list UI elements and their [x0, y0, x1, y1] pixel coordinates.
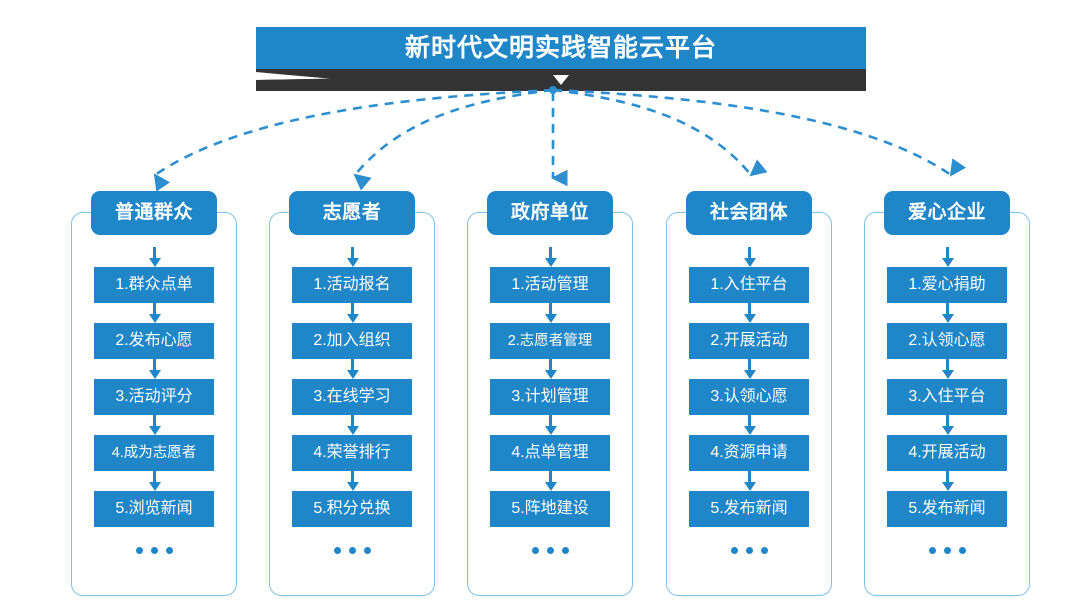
arrow-icon — [345, 415, 359, 435]
arrow-icon — [940, 247, 954, 267]
arrow-icon — [345, 471, 359, 491]
arrow-icon — [543, 247, 557, 267]
arrow-icon — [345, 359, 359, 379]
arrow-icon — [742, 415, 756, 435]
arrow-icon — [147, 247, 161, 267]
step-item-3-2[interactable]: 2.志愿者管理 — [490, 323, 610, 359]
step-item-4-2[interactable]: 2.开展活动 — [689, 323, 809, 359]
connector-to-column-2 — [353, 88, 554, 191]
column-爱心企业[interactable]: 爱心企业 1.爱心捐助 2.认领心愿 3.入住平台 4.开展活动 5.发布新闻 — [864, 191, 1030, 596]
step-item-1-4[interactable]: 4.成为志愿者 — [94, 435, 214, 471]
arrow-icon — [742, 247, 756, 267]
connector-to-column-5 — [552, 88, 967, 177]
step-item-2-1[interactable]: 1.活动报名 — [292, 267, 412, 303]
column-header-1[interactable]: 普通群众 — [91, 191, 217, 235]
more-ellipsis-icon — [333, 547, 371, 554]
arrow-icon — [147, 471, 161, 491]
column-body-5: 1.爱心捐助 2.认领心愿 3.入住平台 4.开展活动 5.发布新闻 — [865, 247, 1029, 554]
arrow-icon — [147, 303, 161, 323]
page-title: 新时代文明实践智能云平台 — [404, 34, 717, 62]
step-item-5-4[interactable]: 4.开展活动 — [887, 435, 1007, 471]
connector-to-column-4 — [552, 88, 768, 177]
step-item-4-3[interactable]: 3.认领心愿 — [689, 379, 809, 415]
arrow-icon — [543, 471, 557, 491]
column-header-4[interactable]: 社会团体 — [686, 191, 812, 235]
arrow-icon — [742, 303, 756, 323]
column-header-3[interactable]: 政府单位 — [487, 191, 613, 235]
column-政府单位[interactable]: 政府单位 1.活动管理 2.志愿者管理 3.计划管理 4.点单管理 5.阵地建设 — [467, 191, 633, 596]
step-item-1-1[interactable]: 1.群众点单 — [94, 267, 214, 303]
column-body-1: 1.群众点单 2.发布心愿 3.活动评分 4.成为志愿者 5.浏览新闻 — [72, 247, 236, 554]
step-item-5-5[interactable]: 5.发布新闻 — [887, 491, 1007, 527]
arrow-icon — [742, 471, 756, 491]
column-body-3: 1.活动管理 2.志愿者管理 3.计划管理 4.点单管理 5.阵地建设 — [468, 247, 632, 554]
arrow-icon — [147, 359, 161, 379]
step-item-2-5[interactable]: 5.积分兑换 — [292, 491, 412, 527]
step-item-5-2[interactable]: 2.认领心愿 — [887, 323, 1007, 359]
arrow-icon — [345, 303, 359, 323]
column-body-4: 1.入住平台 2.开展活动 3.认领心愿 4.资源申请 5.发布新闻 — [667, 247, 831, 554]
step-item-3-3[interactable]: 3.计划管理 — [490, 379, 610, 415]
more-ellipsis-icon — [730, 547, 768, 554]
arrow-icon — [543, 359, 557, 379]
platform-title-banner: 新时代文明实践智能云平台 — [256, 27, 866, 91]
step-item-5-1[interactable]: 1.爱心捐助 — [887, 267, 1007, 303]
arrow-icon — [940, 415, 954, 435]
column-body-2: 1.活动报名 2.加入组织 3.在线学习 4.荣誉排行 5.积分兑换 — [270, 247, 434, 554]
step-item-4-4[interactable]: 4.资源申请 — [689, 435, 809, 471]
step-item-3-1[interactable]: 1.活动管理 — [490, 267, 610, 303]
arrow-icon — [940, 303, 954, 323]
column-header-5[interactable]: 爱心企业 — [884, 191, 1010, 235]
arrow-icon — [940, 471, 954, 491]
step-item-2-4[interactable]: 4.荣誉排行 — [292, 435, 412, 471]
step-item-3-5[interactable]: 5.阵地建设 — [490, 491, 610, 527]
chevron-down-icon — [553, 75, 569, 85]
banner-bar — [256, 27, 866, 69]
arrow-icon — [345, 247, 359, 267]
step-item-4-1[interactable]: 1.入住平台 — [689, 267, 809, 303]
arrow-icon — [543, 303, 557, 323]
step-item-1-2[interactable]: 2.发布心愿 — [94, 323, 214, 359]
connector-to-column-1 — [153, 88, 554, 192]
column-普通群众[interactable]: 普通群众 1.群众点单 2.发布心愿 3.活动评分 4.成为志愿者 5.浏览新闻 — [71, 191, 237, 596]
column-社会团体[interactable]: 社会团体 1.入住平台 2.开展活动 3.认领心愿 4.资源申请 5.发布新闻 — [666, 191, 832, 596]
arrow-icon — [543, 415, 557, 435]
step-item-2-3[interactable]: 3.在线学习 — [292, 379, 412, 415]
more-ellipsis-icon — [135, 547, 173, 554]
step-item-2-2[interactable]: 2.加入组织 — [292, 323, 412, 359]
column-志愿者[interactable]: 志愿者 1.活动报名 2.加入组织 3.在线学习 4.荣誉排行 5.积分兑换 — [269, 191, 435, 596]
step-item-1-3[interactable]: 3.活动评分 — [94, 379, 214, 415]
step-item-4-5[interactable]: 5.发布新闻 — [689, 491, 809, 527]
step-item-1-5[interactable]: 5.浏览新闻 — [94, 491, 214, 527]
column-header-2[interactable]: 志愿者 — [289, 191, 415, 235]
more-ellipsis-icon — [928, 547, 966, 554]
more-ellipsis-icon — [531, 547, 569, 554]
arrow-icon — [147, 415, 161, 435]
step-item-5-3[interactable]: 3.入住平台 — [887, 379, 1007, 415]
step-item-3-4[interactable]: 4.点单管理 — [490, 435, 610, 471]
arrow-icon — [940, 359, 954, 379]
arrow-icon — [742, 359, 756, 379]
